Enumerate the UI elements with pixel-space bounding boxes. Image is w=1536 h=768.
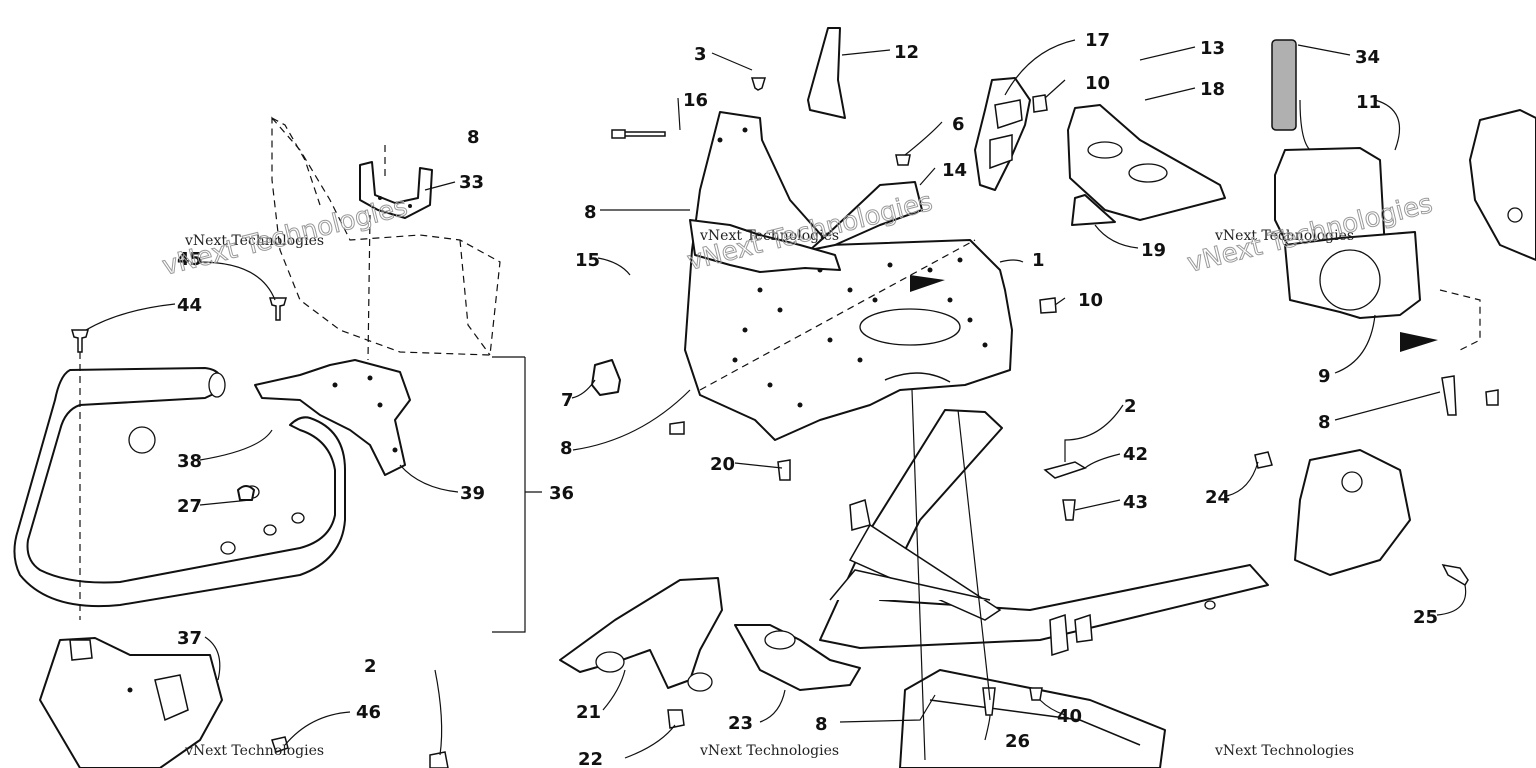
callout-3: 3 [694, 44, 707, 65]
callout-25: 25 [1413, 607, 1438, 628]
bracket-33 [359, 161, 433, 219]
bumper-bracket [254, 359, 411, 476]
callout-12: 12 [894, 42, 919, 63]
leader-lines [85, 39, 1467, 759]
bolt-26 [982, 687, 996, 716]
callout-1: 1 [1032, 250, 1045, 271]
callout-18: 18 [1200, 79, 1225, 100]
watermark-text: vNext Technologies [184, 743, 324, 759]
callout-8d: 8 [1318, 412, 1331, 433]
callout-13: 13 [1200, 38, 1225, 59]
watermark-text: vNext Technologies [699, 228, 839, 244]
callout-23: 23 [728, 713, 753, 734]
callout-24: 24 [1205, 487, 1230, 508]
callout-38: 38 [177, 451, 202, 472]
bolt-45 [269, 297, 287, 321]
callout-20: 20 [710, 454, 735, 475]
frame-rail [819, 409, 1269, 649]
clip-46 [271, 736, 289, 753]
callout-10a: 10 [1085, 73, 1110, 94]
callout-2b: 2 [364, 656, 377, 677]
callout-9: 9 [1318, 366, 1331, 387]
callout-33: 33 [459, 172, 484, 193]
nut-10a [1032, 94, 1048, 113]
bracket-12 [807, 27, 846, 119]
inner-panel [689, 219, 841, 273]
watermark-text: vNext Technologies [1214, 228, 1354, 244]
bolt-6 [895, 154, 911, 166]
callout-11: 11 [1356, 92, 1381, 113]
skid-plate [39, 637, 223, 768]
callout-labels: 1 2 2 3 6 7 8 8 8 8 8 9 10 10 11 12 13 1… [177, 30, 1438, 768]
bolt-44 [71, 329, 89, 353]
frame-assembly [559, 389, 1269, 768]
callout-22: 22 [578, 749, 603, 768]
bolt-8-right [1441, 375, 1457, 416]
bolt-20b [777, 459, 791, 481]
right-assembly [1254, 39, 1536, 587]
callout-19: 19 [1141, 240, 1166, 261]
nut-2-left [429, 751, 449, 768]
bolt-right-edge [1485, 389, 1499, 406]
watermark-text: vNext Technologies [1214, 743, 1354, 759]
bolt-40 [1029, 687, 1043, 701]
direction-arrow [910, 275, 945, 292]
bolt-3 [750, 77, 767, 91]
direction-arrow-right [1400, 332, 1438, 352]
callout-39: 39 [460, 483, 485, 504]
nut-10b [1039, 297, 1057, 314]
callout-40: 40 [1057, 706, 1082, 727]
mount-plate-18 [1067, 104, 1226, 221]
clip-22 [667, 709, 685, 729]
callout-14: 14 [942, 160, 967, 181]
callout-8a: 8 [467, 127, 480, 148]
bumper-assembly [13, 116, 501, 768]
callout-42: 42 [1123, 444, 1148, 465]
callout-2a: 2 [1124, 396, 1137, 417]
callout-8b: 8 [584, 202, 597, 223]
callout-44: 44 [177, 295, 202, 316]
callout-45: 45 [177, 249, 202, 270]
rivet-pattern [717, 127, 988, 408]
mount-pad-17 [974, 77, 1031, 191]
strap-34 [1271, 39, 1297, 131]
callout-6: 6 [952, 114, 965, 135]
bracket-14 [809, 181, 923, 251]
callout-8e: 8 [815, 714, 828, 735]
front-bumper-tube [13, 367, 346, 608]
bracket-19 [1071, 194, 1116, 226]
callout-17: 17 [1085, 30, 1110, 51]
bulkhead-plate [684, 111, 1013, 441]
callout-27: 27 [177, 496, 202, 517]
callout-37: 37 [177, 628, 202, 649]
mount-24-25 [1294, 449, 1411, 576]
callout-16: 16 [683, 90, 708, 111]
callout-34: 34 [1355, 47, 1380, 68]
callout-26: 26 [1005, 731, 1030, 752]
watermark-text: vNext Technologies [184, 233, 324, 249]
callout-43: 43 [1123, 492, 1148, 513]
callout-36: 36 [549, 483, 574, 504]
callout-15: 15 [575, 250, 600, 271]
callout-8c: 8 [560, 438, 573, 459]
bracket-upper-right [1469, 109, 1536, 261]
bolt-43 [1062, 499, 1076, 521]
clip-42 [1043, 461, 1087, 479]
bushing-7 [591, 359, 621, 396]
bolt-16 [611, 129, 666, 139]
watermark-text: vNext Technologies [699, 743, 839, 759]
callout-21: 21 [576, 702, 601, 723]
nut-24 [1254, 451, 1273, 469]
callout-7: 7 [561, 390, 574, 411]
cap-27 [237, 485, 255, 501]
bolt-25 [1441, 564, 1469, 587]
spindle-21 [559, 577, 723, 689]
bulkhead-assembly [591, 27, 1226, 521]
callout-46: 46 [356, 702, 381, 723]
bolt-20a [669, 421, 685, 435]
callout-10b: 10 [1078, 290, 1103, 311]
